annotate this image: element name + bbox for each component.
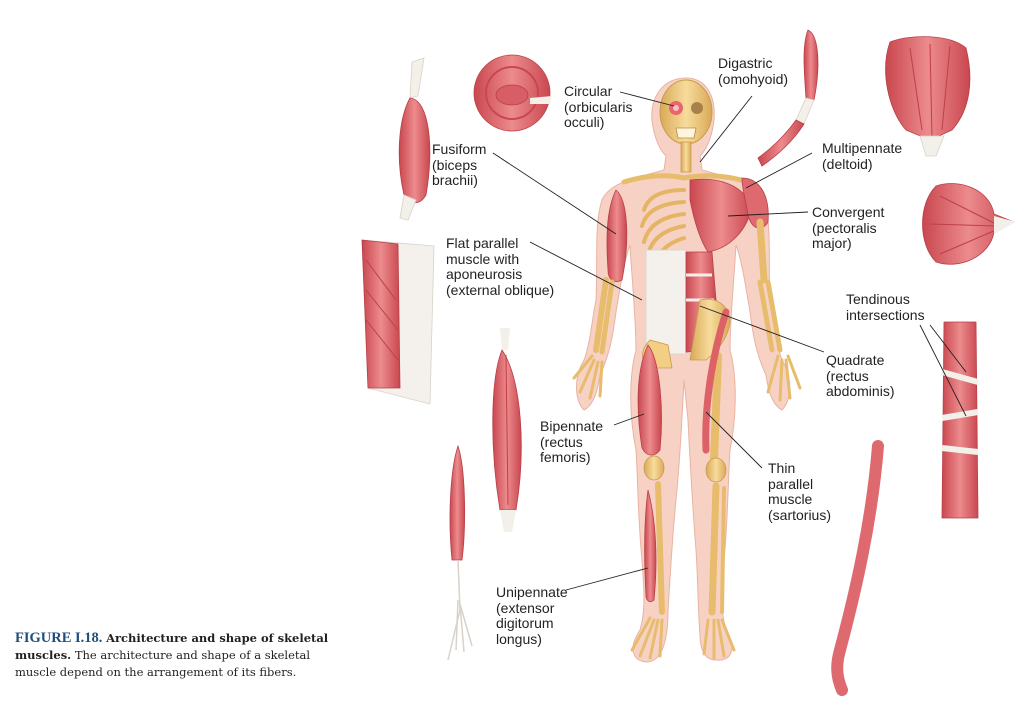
digastric-muscle-illustration <box>757 29 819 167</box>
convergent-muscle-illustration <box>922 183 1016 265</box>
label-digastric: Digastric(omohyoid) <box>718 55 789 87</box>
rectus-femoris <box>637 344 662 456</box>
circular-muscle-illustration <box>473 54 552 132</box>
unipennate-muscle-illustration <box>447 444 473 661</box>
pectoralis-major <box>689 178 753 253</box>
fusiform-muscle-illustration <box>398 57 431 221</box>
sartorius <box>702 308 730 454</box>
multipennate-muscle-illustration <box>885 36 971 157</box>
leader-lines <box>492 91 967 591</box>
caption-number: FIGURE I.18. <box>15 630 103 646</box>
flat-parallel-muscle-illustration <box>361 239 435 405</box>
quadrate-muscle-illustration <box>941 321 979 519</box>
figure-caption: FIGURE I.18. Architecture and shape of s… <box>15 630 335 681</box>
caption-text: The architecture and shape of a skeletal… <box>15 648 311 679</box>
aponeurosis <box>645 249 687 355</box>
extensor-digitorum-longus <box>644 489 657 603</box>
human-figure <box>572 77 802 663</box>
thin-parallel-muscle-illustration <box>831 440 884 696</box>
bipennate-muscle-illustration <box>492 328 522 532</box>
caption-title: Architecture and shape of skeletal muscl… <box>15 631 329 662</box>
label-multipennate: Multipennate(deltoid) <box>822 140 903 172</box>
